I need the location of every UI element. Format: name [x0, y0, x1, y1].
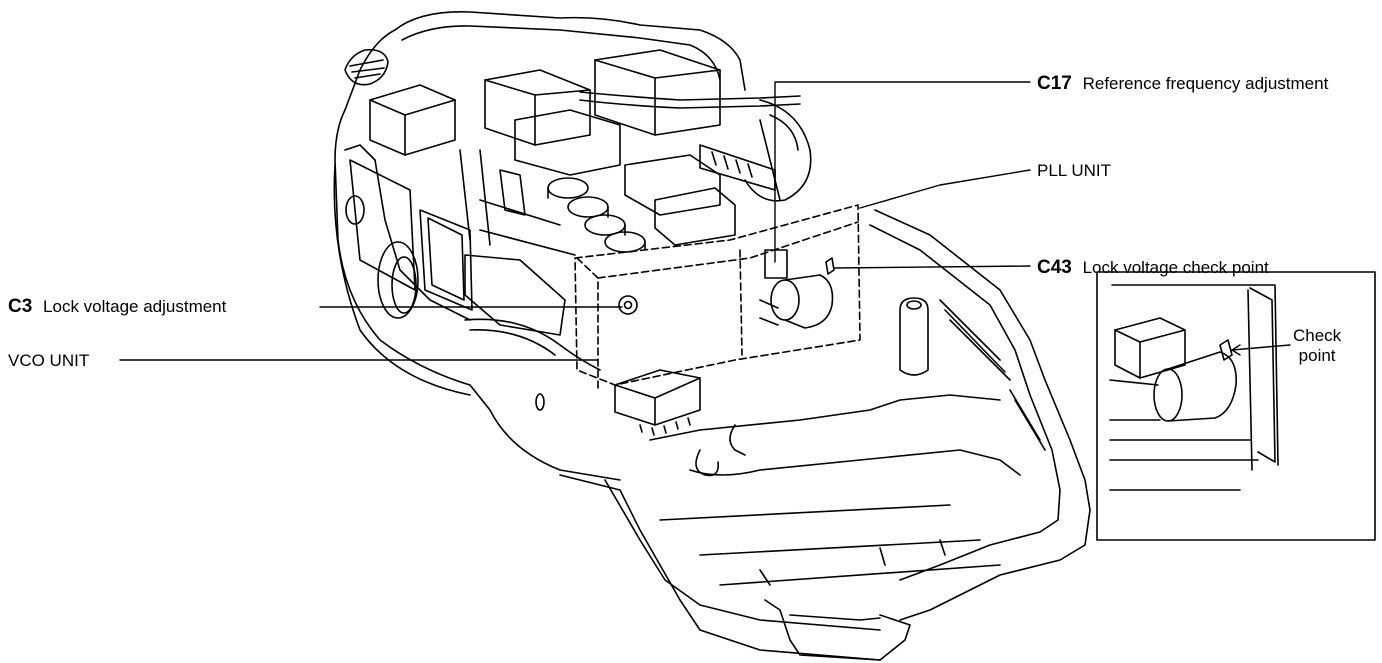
leader-checkpoint: [1231, 344, 1291, 351]
callout-c43: C43 Lock voltage check point: [1037, 258, 1269, 278]
pll-unit-shield: [574, 204, 861, 391]
callout-c17: C17 Reference frequency adjustment: [1037, 74, 1328, 94]
chassis-housing: [333, 11, 1091, 661]
callout-c3-code: C3: [8, 296, 33, 317]
inset-label-line2: point: [1298, 346, 1336, 365]
leader-c17: [774, 81, 1031, 263]
callout-c3: C3 Lock voltage adjustment: [8, 297, 226, 317]
callout-c43-text: Lock voltage check point: [1082, 258, 1269, 277]
callout-vco-text: VCO UNIT: [8, 351, 90, 370]
callout-pll-text: PLL UNIT: [1037, 161, 1112, 180]
callout-c43-code: C43: [1037, 257, 1072, 278]
callout-c17-text: Reference frequency adjustment: [1082, 74, 1329, 93]
callout-vco-unit: VCO UNIT: [8, 351, 89, 371]
inset-detail-box: [1096, 271, 1376, 541]
inset-checkpoint-label: Check point: [1293, 326, 1341, 366]
callout-c17-code: C17: [1037, 73, 1072, 94]
inset-label-line1: Check: [1293, 326, 1342, 345]
leader-lines: [119, 81, 1291, 361]
leader-c43: [833, 265, 1031, 269]
callout-c3-text: Lock voltage adjustment: [43, 297, 227, 316]
leader-pll: [859, 169, 1031, 209]
pll-unit-components: [614, 249, 835, 436]
rear-components: [369, 49, 801, 336]
callout-pll-unit: PLL UNIT: [1037, 161, 1111, 181]
